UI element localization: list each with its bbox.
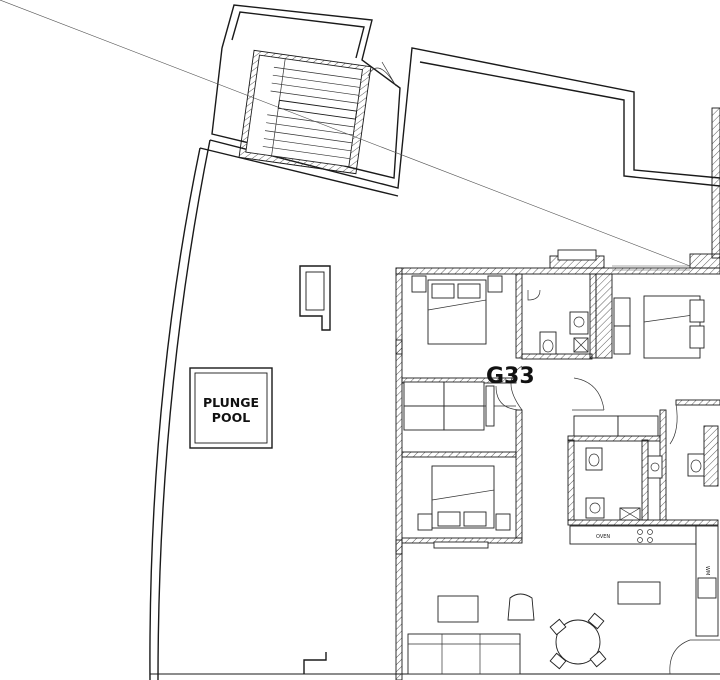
pillow xyxy=(457,283,481,299)
wardrobe xyxy=(573,415,619,437)
terrace-step xyxy=(303,652,327,674)
dining-table xyxy=(555,619,601,665)
dining-chair xyxy=(549,618,567,636)
stair-door-swing xyxy=(367,61,397,87)
pillow xyxy=(689,299,705,323)
pool-label-line1: PLUNGE xyxy=(203,395,259,410)
bedroom-3 xyxy=(613,295,705,359)
nightstand xyxy=(495,513,511,531)
washbasin xyxy=(647,455,663,479)
nightstand xyxy=(487,275,503,293)
bedroom-2 xyxy=(417,465,511,549)
wardrobe xyxy=(617,415,659,437)
toilet xyxy=(585,447,603,471)
pillow xyxy=(463,511,487,527)
kitchen: OVEN WM xyxy=(569,525,719,637)
pillow xyxy=(431,283,455,299)
pillow xyxy=(437,511,461,527)
oven-label: OVEN xyxy=(596,534,610,540)
door-swings xyxy=(495,365,720,675)
kitchen-island xyxy=(617,581,661,605)
armchair xyxy=(507,593,535,621)
washbasin xyxy=(569,311,589,335)
tv-unit xyxy=(433,541,489,549)
plunge-pool: PLUNGE POOL xyxy=(189,367,273,449)
coffee-table xyxy=(437,595,479,623)
pillow xyxy=(689,325,705,349)
toilet xyxy=(687,453,705,477)
wardrobe xyxy=(613,297,631,327)
dining-chair xyxy=(589,650,607,668)
wardrobe xyxy=(613,325,631,355)
washing-machine-label: WM xyxy=(704,566,710,575)
bedroom-1 xyxy=(411,275,503,345)
dining-chair xyxy=(587,612,605,630)
cooktop xyxy=(637,529,653,543)
terrace-void xyxy=(299,265,331,331)
toilet xyxy=(539,331,557,355)
pool-label-line2: POOL xyxy=(212,410,250,425)
kitchen-counter xyxy=(569,525,697,545)
unit-label: G33 xyxy=(486,364,535,389)
living-area: G33 xyxy=(303,364,607,675)
bathroom-2 xyxy=(573,415,705,521)
nightstand xyxy=(417,513,433,531)
nightstand xyxy=(411,275,427,293)
dining-chair xyxy=(549,652,567,670)
sink xyxy=(697,577,717,599)
wardrobes xyxy=(403,381,516,431)
stair-core xyxy=(211,4,401,179)
sofa xyxy=(407,633,521,675)
washbasin xyxy=(585,497,605,519)
bathroom-1 xyxy=(527,289,589,355)
interior-walls xyxy=(401,273,720,544)
